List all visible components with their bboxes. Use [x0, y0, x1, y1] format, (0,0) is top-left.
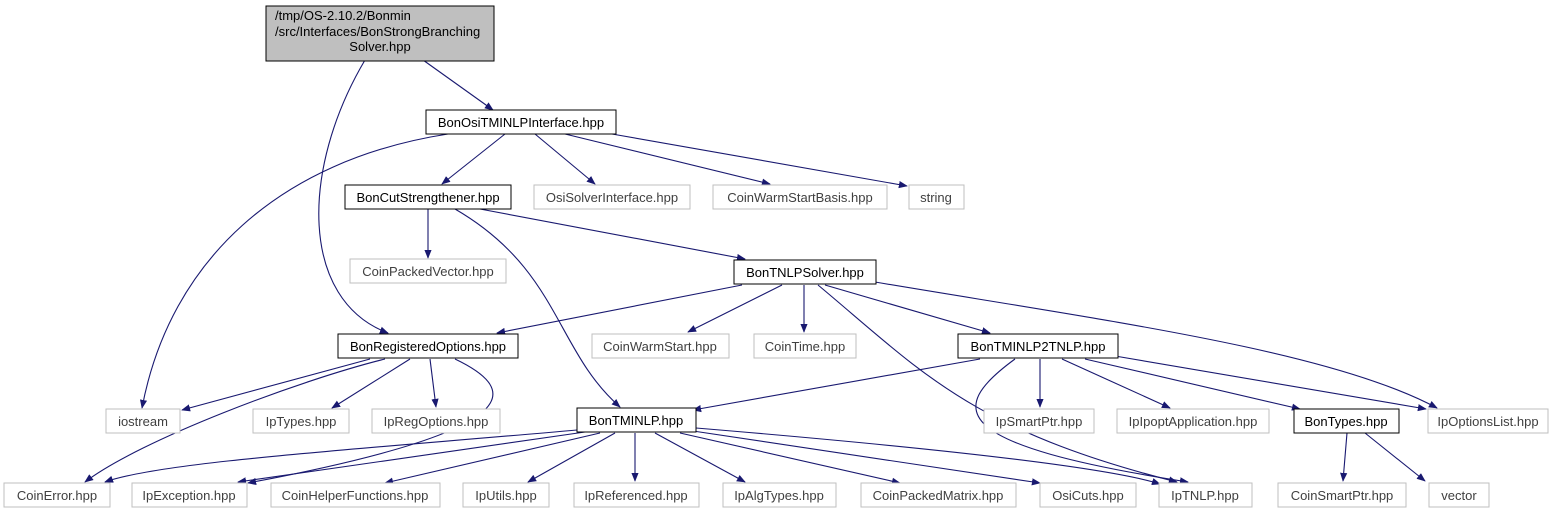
edge-tminlp-to-coin-packed-matrix: [679, 432, 901, 485]
node-coin-packed-matrix[interactable]: CoinPackedMatrix.hpp: [860, 482, 1017, 508]
node-label: IpIpoptApplication.hpp: [1129, 414, 1258, 429]
node-coin-warm-start[interactable]: CoinWarmStart.hpp: [591, 333, 730, 359]
node-ip-smart-ptr[interactable]: IpSmartPtr.hpp: [983, 408, 1095, 434]
edge-tminlp-to-osi-cuts: [692, 430, 1041, 486]
node-label: IpException.hpp: [142, 488, 235, 503]
node-coin-time[interactable]: CoinTime.hpp: [753, 333, 857, 359]
root-label-line-2: /src/Interfaces/BonStrongBranching: [275, 24, 480, 39]
node-label: IpUtils.hpp: [475, 488, 536, 503]
edge-tminlp2tnlp-to-ipopt-application: [1061, 358, 1171, 409]
edge-bon-types-to-vector: [1364, 432, 1426, 482]
node-label: OsiCuts.hpp: [1052, 488, 1124, 503]
edge-tminlp-to-ip-exception: [237, 431, 586, 485]
node-ip-utils[interactable]: IpUtils.hpp: [462, 482, 550, 508]
node-label: CoinTime.hpp: [765, 339, 845, 354]
node-coin-packed-vector[interactable]: CoinPackedVector.hpp: [349, 258, 507, 284]
node-label: CoinSmartPtr.hpp: [1291, 488, 1394, 503]
edge-osi-interface-to-coin-warm-start-basis: [564, 133, 771, 186]
node-ip-alg-types[interactable]: IpAlgTypes.hpp: [722, 482, 837, 508]
node-coin-helper-functions[interactable]: CoinHelperFunctions.hpp: [270, 482, 441, 508]
edge-tnlp-solver-to-ip-options-list: [874, 281, 1438, 409]
root-label-line-3: Solver.hpp: [349, 39, 410, 54]
node-bon-osi-tminlp-interface[interactable]: BonOsiTMINLPInterface.hpp: [425, 109, 617, 135]
node-ip-reg-options[interactable]: IpRegOptions.hpp: [371, 408, 501, 434]
node-label: iostream: [118, 414, 168, 429]
edge-osi-interface-to-osi-solver-interface: [534, 133, 596, 185]
node-label: IpTypes.hpp: [266, 414, 337, 429]
node-label: string: [920, 190, 952, 205]
edges: [84, 59, 1438, 486]
edge-root-to-osi-tminlp-interface: [422, 59, 494, 111]
edge-tnlp-solver-to-tminlp2tnlp: [824, 284, 991, 335]
edge-tnlp-solver-to-coin-warm-start: [687, 284, 783, 333]
node-label: BonRegisteredOptions.hpp: [350, 339, 506, 354]
edge-tminlp2tnlp-to-tminlp: [692, 358, 981, 413]
node-label: IpOptionsList.hpp: [1437, 414, 1538, 429]
edge-cut-strengthener-to-tnlp-solver: [479, 208, 746, 262]
edge-tnlp-solver-to-ip-tnlp: [817, 284, 1178, 484]
node-label: vector: [1441, 488, 1477, 503]
edge-cut-strengthener-to-tminlp: [454, 208, 621, 408]
edge-tnlp-solver-to-registered-options: [496, 284, 743, 335]
node-coin-error[interactable]: CoinError.hpp: [3, 482, 111, 508]
nodes: /tmp/OS-2.10.2/Bonmin /src/Interfaces/Bo…: [3, 5, 1549, 508]
node-ip-ipopt-application[interactable]: IpIpoptApplication.hpp: [1116, 408, 1270, 434]
node-label: BonTNLPSolver.hpp: [746, 265, 864, 280]
root-label-line-1: /tmp/OS-2.10.2/Bonmin: [275, 8, 411, 23]
node-label: CoinPackedVector.hpp: [362, 264, 494, 279]
node-label: BonTypes.hpp: [1304, 414, 1387, 429]
node-ip-referenced[interactable]: IpReferenced.hpp: [573, 482, 700, 508]
node-label: BonOsiTMINLPInterface.hpp: [438, 115, 604, 130]
node-root-bon-strong-branching-solver[interactable]: /tmp/OS-2.10.2/Bonmin /src/Interfaces/Bo…: [265, 5, 495, 62]
node-coin-warm-start-basis[interactable]: CoinWarmStartBasis.hpp: [712, 184, 888, 210]
node-ip-types[interactable]: IpTypes.hpp: [252, 408, 350, 434]
node-label: IpAlgTypes.hpp: [734, 488, 824, 503]
node-vector[interactable]: vector: [1428, 482, 1490, 508]
node-coin-smart-ptr[interactable]: CoinSmartPtr.hpp: [1277, 482, 1407, 508]
edge-registered-options-to-ip-reg-options: [429, 358, 439, 408]
node-label: CoinError.hpp: [17, 488, 97, 503]
node-label: IpReferenced.hpp: [584, 488, 687, 503]
edge-root-to-registered-options: [318, 59, 389, 334]
node-label: CoinWarmStartBasis.hpp: [727, 190, 872, 205]
node-label: IpTNLP.hpp: [1171, 488, 1239, 503]
edge-tminlp2tnlp-to-ip-options-list: [1114, 355, 1427, 412]
node-bon-tminlp2tnlp[interactable]: BonTMINLP2TNLP.hpp: [957, 333, 1119, 359]
edge-tminlp-to-ip-tnlp: [695, 427, 1161, 485]
edge-registered-options-to-coin-error: [84, 358, 386, 483]
edge-tminlp2tnlp-to-bon-types: [1084, 358, 1301, 411]
node-bon-registered-options[interactable]: BonRegisteredOptions.hpp: [337, 333, 519, 359]
node-label: CoinPackedMatrix.hpp: [873, 488, 1004, 503]
node-label: BonTMINLP.hpp: [589, 413, 683, 428]
edge-tminlp-to-coin-error: [104, 429, 578, 483]
edge-tminlp-to-ip-alg-types: [654, 432, 746, 483]
node-bon-tminlp[interactable]: BonTMINLP.hpp: [576, 407, 697, 433]
node-bon-cut-strengthener[interactable]: BonCutStrengthener.hpp: [344, 184, 512, 210]
edge-tminlp-to-ip-utils: [527, 432, 616, 483]
node-osi-solver-interface[interactable]: OsiSolverInterface.hpp: [533, 184, 691, 210]
node-label: BonTMINLP2TNLP.hpp: [971, 339, 1106, 354]
node-iostream[interactable]: iostream: [105, 408, 181, 434]
node-label: BonCutStrengthener.hpp: [356, 190, 499, 205]
node-string[interactable]: string: [908, 184, 965, 210]
edge-osi-interface-to-iostream: [139, 133, 449, 409]
node-osi-cuts[interactable]: OsiCuts.hpp: [1039, 482, 1137, 508]
node-label: CoinHelperFunctions.hpp: [282, 488, 429, 503]
node-ip-exception[interactable]: IpException.hpp: [131, 482, 248, 508]
edge-osi-interface-to-string: [611, 133, 908, 189]
edge-bon-types-to-coin-smart-ptr: [1340, 432, 1348, 482]
node-ip-tnlp[interactable]: IpTNLP.hpp: [1158, 482, 1253, 508]
edge-tminlp-to-coin-helper-functions: [384, 432, 601, 485]
edge-osi-interface-to-cut-strengthener: [441, 133, 506, 185]
node-bon-tnlp-solver[interactable]: BonTNLPSolver.hpp: [733, 259, 877, 285]
edge-registered-options-to-ip-types: [331, 358, 411, 409]
node-bon-types[interactable]: BonTypes.hpp: [1293, 408, 1400, 434]
node-ip-options-list[interactable]: IpOptionsList.hpp: [1427, 408, 1549, 434]
node-label: IpRegOptions.hpp: [384, 414, 489, 429]
node-label: OsiSolverInterface.hpp: [546, 190, 678, 205]
edge-registered-options-to-iostream: [181, 358, 371, 412]
node-label: CoinWarmStart.hpp: [603, 339, 717, 354]
node-label: IpSmartPtr.hpp: [996, 414, 1083, 429]
